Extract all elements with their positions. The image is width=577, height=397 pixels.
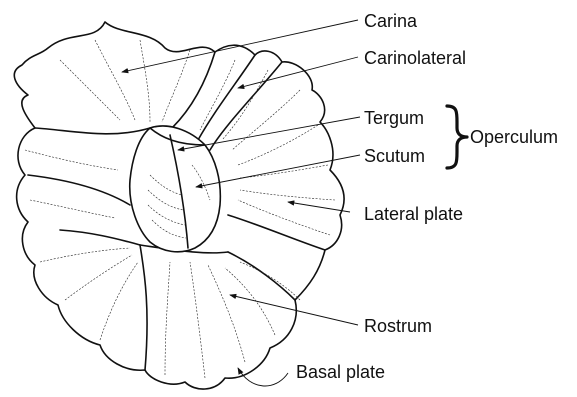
scutum-label: Scutum bbox=[364, 146, 425, 166]
rostrum-label: Rostrum bbox=[364, 316, 432, 336]
carina-label: Carina bbox=[364, 11, 418, 31]
tergum-label: Tergum bbox=[364, 108, 424, 128]
operculum-brace bbox=[447, 106, 467, 168]
operculum-label: Operculum bbox=[470, 127, 558, 147]
lateral-plate-label: Lateral plate bbox=[364, 204, 463, 224]
carinolateral-label: Carinolateral bbox=[364, 48, 466, 68]
basal-plate-label: Basal plate bbox=[296, 362, 385, 382]
